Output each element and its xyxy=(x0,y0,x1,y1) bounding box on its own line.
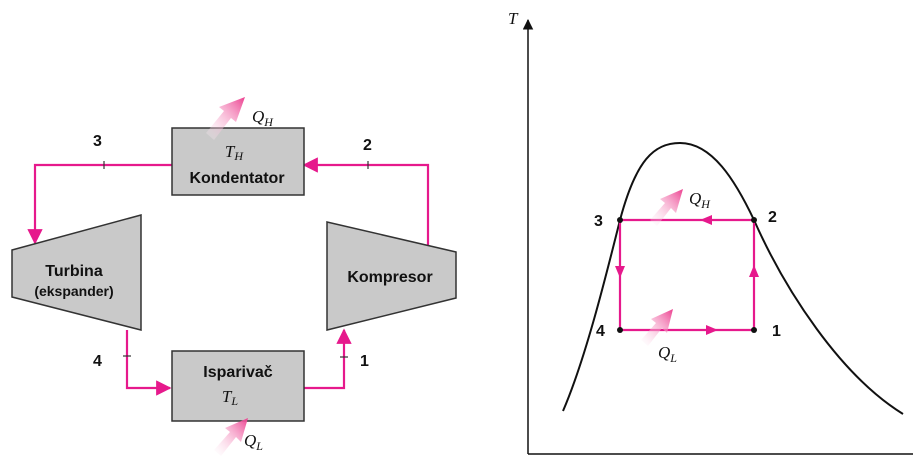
state-ticks xyxy=(103,161,369,358)
evaporator-box xyxy=(171,350,305,422)
flow-line-4 xyxy=(125,330,172,396)
compressor-shape xyxy=(326,221,457,331)
turbine-label: Turbina xyxy=(45,263,103,280)
ts-heat-in-arrow xyxy=(641,309,673,346)
flow-line-2 xyxy=(302,157,430,245)
heat-in-arrow xyxy=(214,418,248,456)
flow-line-3 xyxy=(27,163,172,245)
y-axis-label: T xyxy=(508,9,519,28)
evaporator-temp: TL xyxy=(222,387,238,408)
condenser-box xyxy=(171,127,305,196)
evaporator-label: Isparivač xyxy=(203,364,272,381)
turbine-sublabel: (ekspander) xyxy=(34,283,113,299)
compressor-label: Kompresor xyxy=(347,269,432,286)
ts-cycle xyxy=(618,218,756,332)
state-label-4: 4 xyxy=(93,353,102,370)
cycle-schematic: TH Kondentator Isparivač TL Turbina (eks… xyxy=(11,97,457,456)
ts-state-label-4: 4 xyxy=(596,323,605,340)
condenser-temp: TH xyxy=(225,142,244,163)
ts-state-label-1: 1 xyxy=(772,323,781,340)
state-label-3: 3 xyxy=(93,133,102,150)
state-label-1: 1 xyxy=(360,353,369,370)
heat-in-label: QL xyxy=(244,431,263,453)
ts-state-points xyxy=(617,217,757,333)
ts-heat-in-label: QL xyxy=(658,343,677,365)
saturation-dome xyxy=(562,141,904,415)
ts-cycle-arrows xyxy=(615,215,759,335)
flow-lines xyxy=(27,157,430,396)
ts-diagram: T Q xyxy=(508,9,913,455)
heat-out-label: QH xyxy=(252,107,274,129)
ts-state-label-3: 3 xyxy=(594,213,603,230)
state-label-2: 2 xyxy=(363,137,372,154)
ts-heat-out-arrow xyxy=(650,189,683,226)
ts-heat-out-label: QH xyxy=(689,189,711,211)
heat-out-arrow xyxy=(206,97,245,140)
flow-line-1 xyxy=(304,328,352,390)
ts-state-label-2: 2 xyxy=(768,209,777,226)
condenser-label: Kondentator xyxy=(189,170,284,187)
turbine-shape xyxy=(11,214,142,331)
